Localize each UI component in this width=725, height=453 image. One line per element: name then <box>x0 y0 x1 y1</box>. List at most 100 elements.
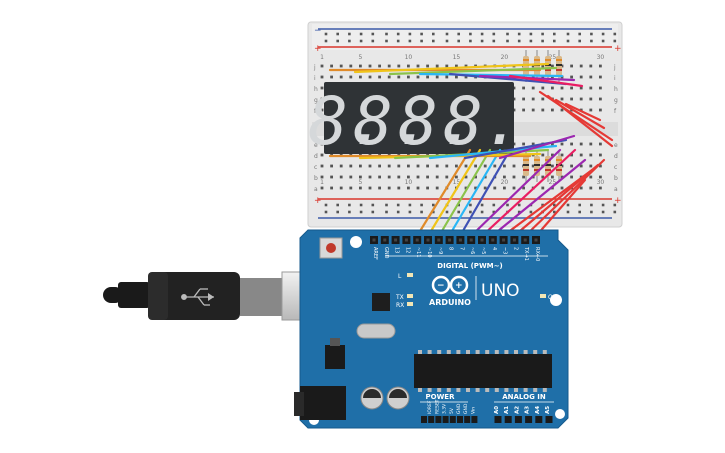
rail-hole <box>480 210 484 214</box>
hole <box>445 164 449 168</box>
hole <box>541 97 545 101</box>
jumper-wire[interactable] <box>458 148 512 238</box>
power-pin[interactable] <box>457 416 463 423</box>
seven-segment-display[interactable]: 8.8.8.8. <box>308 82 523 160</box>
jumper-wire[interactable] <box>437 148 492 238</box>
jumper-wire[interactable] <box>508 74 584 88</box>
power-pin[interactable] <box>471 416 478 423</box>
hole <box>589 142 593 146</box>
jumper-wire[interactable] <box>498 134 576 160</box>
hole <box>397 186 401 190</box>
rail-hole <box>529 32 533 36</box>
hole <box>320 164 324 168</box>
hole <box>599 175 602 179</box>
rail-hole <box>420 203 423 207</box>
rail-hole <box>385 203 388 207</box>
jumper-wire[interactable] <box>554 98 606 130</box>
hole <box>570 86 573 90</box>
jumper-wires[interactable] <box>328 62 614 238</box>
hole <box>320 64 324 68</box>
hole <box>426 175 429 179</box>
rail-hole <box>506 39 509 43</box>
column-number: 5 <box>358 54 362 61</box>
rail-hole <box>420 39 423 43</box>
hole <box>397 164 401 168</box>
analog-pin[interactable] <box>514 416 522 423</box>
rail-hole <box>359 210 363 214</box>
hole <box>522 86 525 90</box>
rail-hole <box>396 210 400 214</box>
hole <box>512 186 516 190</box>
resistor[interactable] <box>545 50 551 82</box>
analog-pin-label: A3 <box>525 406 531 414</box>
hole <box>445 75 449 79</box>
led-rx-label: RX <box>396 302 404 309</box>
power-pin[interactable] <box>442 416 449 423</box>
row-letter: d <box>314 153 318 160</box>
row-letter: j <box>613 64 616 71</box>
jumper-wire[interactable] <box>534 178 587 238</box>
analog-pin[interactable] <box>545 416 553 423</box>
hole <box>599 164 602 168</box>
hole <box>589 164 593 168</box>
jumper-wire[interactable] <box>447 148 502 238</box>
power-pin[interactable] <box>435 416 442 423</box>
rail-hole <box>408 203 412 207</box>
analog-pin[interactable] <box>494 416 502 423</box>
rail-hole <box>553 32 556 36</box>
power-pin[interactable] <box>449 416 456 423</box>
row-letter: f <box>314 108 317 115</box>
row-letter: h <box>314 86 318 93</box>
hole <box>512 175 516 179</box>
hole <box>560 142 564 146</box>
jumper-wire[interactable] <box>448 72 568 86</box>
jumper-wire[interactable] <box>469 148 562 238</box>
rail-hole <box>529 210 533 214</box>
jumper-wire[interactable] <box>501 168 594 238</box>
reset-button-cap[interactable] <box>326 243 336 253</box>
hole <box>531 142 535 146</box>
hole <box>599 86 602 90</box>
rail-hole <box>336 39 339 43</box>
hole <box>474 164 477 168</box>
usb-cable-icon[interactable] <box>103 271 331 321</box>
jumper-wire[interactable] <box>546 94 614 148</box>
power-pin[interactable] <box>421 416 427 423</box>
rail-hole <box>590 39 593 43</box>
analog-pin[interactable] <box>525 416 533 423</box>
dc-power-jack[interactable] <box>300 386 346 420</box>
jumper-wire[interactable] <box>426 148 482 238</box>
hole <box>378 164 381 168</box>
jumper-wire[interactable] <box>353 62 550 74</box>
rail-hole <box>480 32 484 36</box>
hole <box>589 153 593 157</box>
jumper-wire[interactable] <box>564 102 602 122</box>
rail-hole <box>408 32 412 36</box>
power-pin-label: RESET <box>434 399 440 414</box>
analog-pin[interactable] <box>504 416 512 423</box>
crystal-oscillator <box>356 323 396 339</box>
column-number: 20 <box>501 54 509 61</box>
hole <box>541 108 545 112</box>
jumper-wire[interactable] <box>480 148 577 238</box>
hole <box>560 186 564 190</box>
jumper-wire[interactable] <box>388 66 558 76</box>
hole <box>493 164 497 168</box>
hole <box>589 75 593 79</box>
hole <box>541 175 545 179</box>
row-letter: e <box>614 142 618 149</box>
power-pin[interactable] <box>464 416 471 423</box>
hole <box>359 164 362 168</box>
jumper-wire[interactable] <box>523 158 606 238</box>
power-pin[interactable] <box>428 416 435 423</box>
jumper-wire[interactable] <box>418 72 564 78</box>
hole <box>579 75 583 79</box>
jumper-wire[interactable] <box>415 148 472 238</box>
rail-hole <box>578 210 581 214</box>
jumper-wire[interactable] <box>490 158 587 238</box>
analog-pin[interactable] <box>535 416 543 423</box>
jumper-wire[interactable] <box>512 163 600 238</box>
column-number: 25 <box>549 179 557 186</box>
